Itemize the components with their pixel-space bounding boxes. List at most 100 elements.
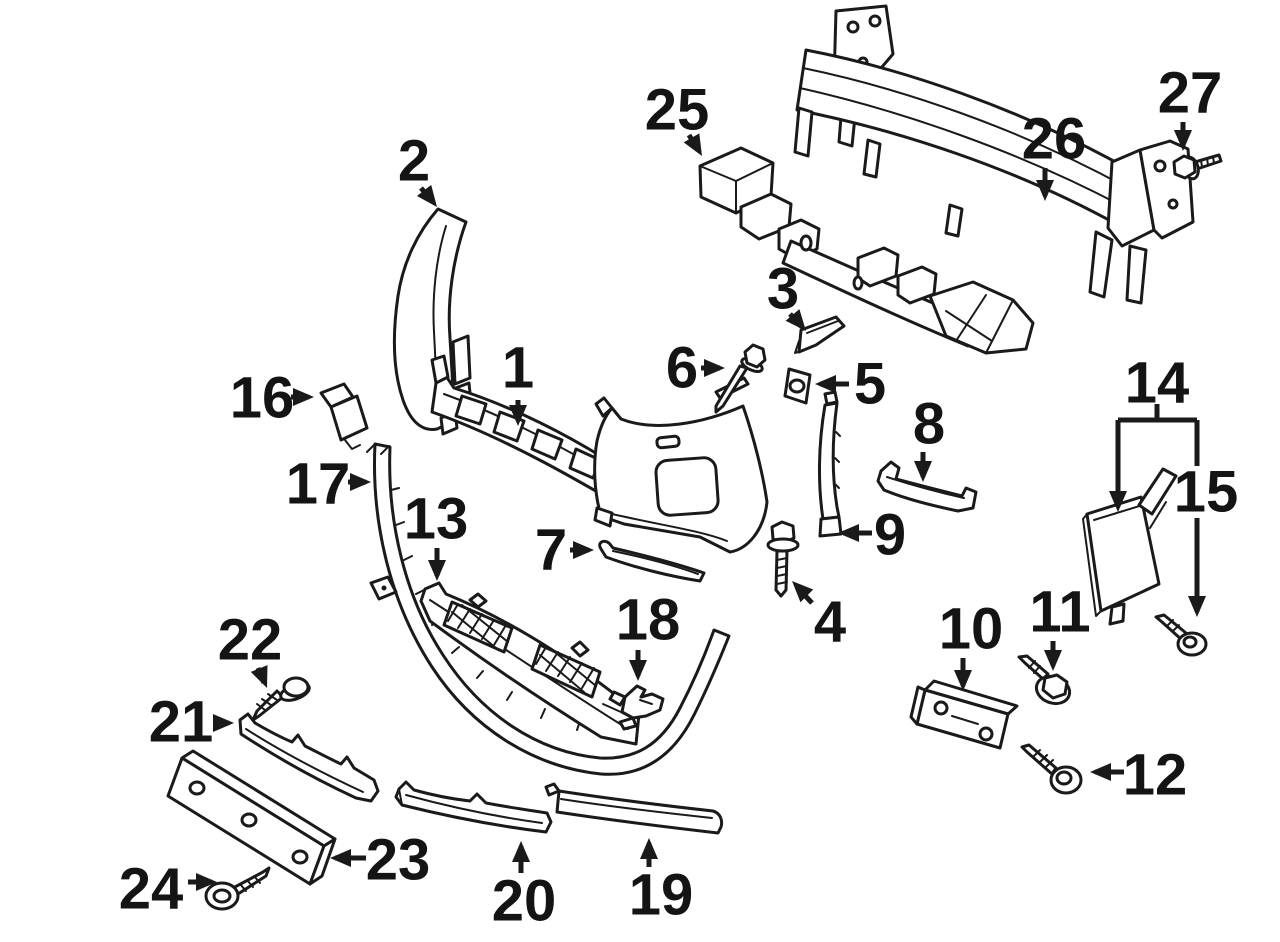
callout-15: 15 bbox=[1174, 460, 1239, 525]
callout-label-26: 26 bbox=[1022, 107, 1087, 172]
callout-arrowhead-icon bbox=[640, 838, 658, 859]
callout-label-19: 19 bbox=[629, 863, 694, 928]
callout-10: 10 bbox=[939, 597, 1003, 691]
callout-16: 16 bbox=[230, 366, 314, 431]
callout-arrowhead-icon bbox=[792, 581, 814, 603]
callout-arrowhead-icon bbox=[573, 541, 594, 559]
drawing-part-21-support-strip bbox=[238, 712, 380, 803]
callout-label-16: 16 bbox=[230, 366, 295, 431]
drawing-part-19-lower-trim bbox=[544, 782, 724, 835]
callout-label-4: 4 bbox=[814, 590, 846, 655]
callout-6: 6 bbox=[666, 336, 725, 401]
callout-label-14: 14 bbox=[1125, 351, 1190, 416]
drawing-part-17-lower-valance bbox=[366, 442, 731, 776]
callout-arrowhead-icon bbox=[293, 388, 314, 406]
drawing-part-3-wedge bbox=[794, 315, 846, 354]
callout-label-7: 7 bbox=[535, 518, 567, 583]
callout-3: 3 bbox=[767, 257, 806, 331]
drawing-part-10-license-support bbox=[909, 679, 1019, 750]
drawing-part-16-clip bbox=[319, 382, 369, 450]
callout-arrowhead-icon bbox=[213, 714, 234, 732]
callout-arrowhead-icon bbox=[629, 660, 647, 681]
callout-9: 9 bbox=[838, 503, 906, 568]
drawing-part-14-sensor-bracket bbox=[1082, 467, 1178, 626]
drawing-part-4-bolt bbox=[766, 520, 800, 598]
callout-label-9: 9 bbox=[874, 503, 906, 568]
drawing-part-25-energy-absorber bbox=[698, 146, 1035, 355]
callout-23: 23 bbox=[330, 828, 430, 893]
callout-arrowhead-icon bbox=[250, 665, 268, 688]
callout-label-25: 25 bbox=[645, 78, 710, 143]
callout-arrowhead-icon bbox=[815, 375, 836, 393]
callout-arrowhead-icon bbox=[330, 849, 351, 867]
callout-label-15: 15 bbox=[1174, 460, 1239, 525]
callout-arrowhead-icon bbox=[512, 841, 530, 862]
callout-label-23: 23 bbox=[366, 828, 431, 893]
drawing-part-5-square-nut bbox=[783, 367, 812, 405]
callout-8: 8 bbox=[913, 392, 945, 482]
callout-26: 26 bbox=[1022, 107, 1087, 201]
callout-4: 4 bbox=[792, 581, 846, 655]
callout-19: 19 bbox=[629, 838, 694, 928]
callout-label-5: 5 bbox=[854, 352, 886, 417]
callout-arrowhead-icon bbox=[954, 670, 972, 691]
callout-label-2: 2 bbox=[398, 129, 430, 194]
callout-24: 24 bbox=[119, 857, 217, 922]
callout-arrowhead-icon bbox=[1174, 130, 1192, 151]
callout-14: 14 bbox=[1109, 351, 1206, 617]
callout-label-20: 20 bbox=[492, 869, 557, 934]
callout-arrowhead-icon bbox=[416, 184, 437, 207]
callout-21: 21 bbox=[149, 690, 234, 755]
callout-label-6: 6 bbox=[666, 336, 698, 401]
callout-7: 7 bbox=[535, 518, 594, 583]
callout-27: 27 bbox=[1158, 61, 1223, 151]
drawing-part-24-screw bbox=[204, 866, 271, 911]
drawing-part-6-pin-bolt bbox=[714, 343, 767, 414]
drawing-part-20-lower-trim-left bbox=[394, 780, 553, 834]
drawing-part-15-screw bbox=[1154, 613, 1208, 657]
callout-arrowhead-icon bbox=[914, 461, 932, 482]
drawing-part-22-screw bbox=[251, 676, 311, 722]
callout-1: 1 bbox=[502, 336, 534, 426]
callout-arrowhead-icon bbox=[704, 359, 725, 377]
callout-13: 13 bbox=[404, 487, 468, 581]
callout-arrowhead-icon bbox=[1090, 763, 1111, 781]
drawing-part-18-clip bbox=[608, 684, 665, 731]
drawing-part-11-bolt bbox=[1017, 654, 1072, 706]
callout-label-12: 12 bbox=[1123, 743, 1188, 808]
drawing-part-1-bumper-cover bbox=[593, 396, 769, 554]
callout-arrowhead-icon bbox=[1044, 650, 1062, 671]
drawing-part-8-side-rail bbox=[876, 460, 978, 513]
callout-label-18: 18 bbox=[616, 588, 681, 653]
callout-label-8: 8 bbox=[913, 392, 945, 457]
callout-arrowhead-icon bbox=[1036, 180, 1054, 201]
callout-arrowhead-icon bbox=[1109, 491, 1127, 512]
callout-18: 18 bbox=[616, 588, 681, 681]
drawing-part-27-bolt bbox=[1172, 153, 1223, 181]
callout-label-11: 11 bbox=[1029, 580, 1090, 645]
callout-arrowhead-icon bbox=[785, 309, 806, 331]
callout-12: 12 bbox=[1090, 743, 1187, 808]
callout-5: 5 bbox=[815, 352, 886, 417]
callout-2: 2 bbox=[398, 129, 437, 207]
callout-arrowhead-icon bbox=[428, 560, 446, 581]
callout-arrowhead-icon bbox=[683, 133, 702, 156]
callout-arrowhead-icon bbox=[350, 473, 371, 491]
drawing-part-12-screw bbox=[1020, 743, 1083, 795]
drawing-part-2-side-support bbox=[392, 207, 474, 436]
drawing-part-26-impact-beam bbox=[793, 4, 1195, 305]
drawing-part-23-license-plate-bracket bbox=[166, 749, 337, 886]
callout-arrowhead-icon bbox=[1188, 596, 1206, 617]
callout-25: 25 bbox=[645, 78, 710, 156]
callout-20: 20 bbox=[492, 841, 557, 934]
callout-label-17: 17 bbox=[286, 452, 351, 517]
drawing-part-13-lower-grille bbox=[419, 581, 641, 746]
callout-arrowhead-icon bbox=[196, 873, 217, 891]
callout-22: 22 bbox=[218, 608, 282, 688]
callout-label-27: 27 bbox=[1158, 61, 1223, 126]
callout-17: 17 bbox=[286, 452, 371, 517]
callout-label-24: 24 bbox=[119, 857, 184, 922]
